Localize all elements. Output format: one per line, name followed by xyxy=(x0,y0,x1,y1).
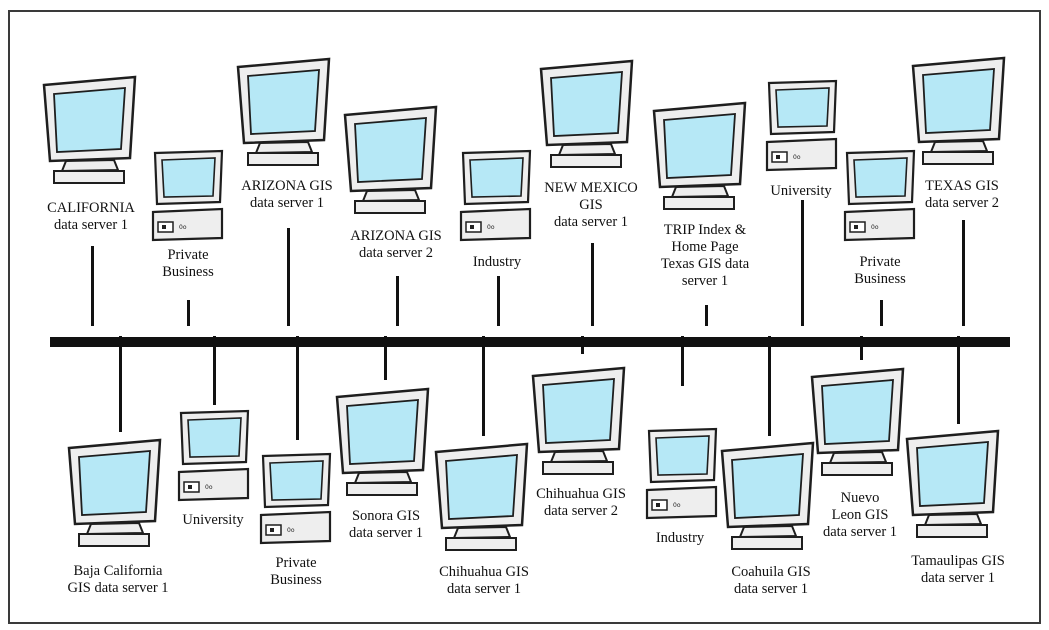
label-line: data server 1 xyxy=(446,581,522,597)
label-line: Coahuila GIS xyxy=(731,564,811,580)
top-connector-line xyxy=(962,220,965,326)
top-connector-line xyxy=(91,246,94,326)
bottom-node-label: Industry xyxy=(656,530,704,547)
label-line: NEW MEXICO xyxy=(544,180,638,196)
label-line: Home Page xyxy=(671,239,739,255)
bottom-connector-line xyxy=(119,336,122,432)
label-line: University xyxy=(770,183,832,199)
bottom-connector-line xyxy=(384,336,387,380)
svg-text:0o: 0o xyxy=(793,154,801,161)
label-line: data server 2 xyxy=(924,195,1000,211)
svg-text:0o: 0o xyxy=(871,224,879,231)
label-line: TRIP Index & xyxy=(663,222,747,238)
bottom-connector-line xyxy=(482,336,485,436)
label-line: data server 2 xyxy=(358,245,434,261)
bottom-connector-line xyxy=(681,336,684,386)
bottom-connector-line xyxy=(860,336,863,360)
top-connector-line xyxy=(187,300,190,326)
label-line: Leon GIS xyxy=(831,507,889,523)
label-line: Private xyxy=(859,254,901,270)
bottom-node-label: University xyxy=(182,512,243,529)
label-line: data server 1 xyxy=(822,524,898,540)
bottom-connector-line xyxy=(296,336,299,440)
label-line: data server 2 xyxy=(543,503,619,519)
label-line: Nuevo xyxy=(840,490,880,506)
label-line: Baja California xyxy=(73,563,163,579)
top-connector-line xyxy=(591,243,594,326)
top-node-label: University xyxy=(770,183,831,200)
label-line: Business xyxy=(270,572,322,588)
bottom-connector-line xyxy=(768,336,771,436)
label-line: CALIFORNIA xyxy=(47,200,135,216)
svg-text:0o: 0o xyxy=(179,224,187,231)
label-line: data server 1 xyxy=(249,195,325,211)
label-line: ARIZONA GIS xyxy=(241,178,333,194)
svg-text:0o: 0o xyxy=(287,527,295,534)
label-line: Private xyxy=(275,555,317,571)
label-line: ARIZONA GIS xyxy=(350,228,442,244)
label-line: Business xyxy=(162,264,214,280)
bottom-connector-line xyxy=(957,336,960,424)
label-line: Industry xyxy=(655,530,705,546)
label-line: GIS xyxy=(579,197,603,213)
label-line: Sonora GIS xyxy=(351,508,421,524)
bottom-connector-line xyxy=(213,336,216,405)
svg-text:0o: 0o xyxy=(487,224,495,231)
label-line: data server 1 xyxy=(920,570,996,586)
label-line: Tamaulipas GIS xyxy=(911,553,1005,569)
label-line: Chihuahua GIS xyxy=(439,564,529,580)
label-line: University xyxy=(182,512,244,528)
label-line: Chihuahua GIS xyxy=(536,486,626,502)
top-connector-line xyxy=(705,305,708,326)
label-line: data server 1 xyxy=(553,214,629,230)
svg-text:0o: 0o xyxy=(673,502,681,509)
top-connector-line xyxy=(801,200,804,326)
label-line: data server 1 xyxy=(733,581,809,597)
top-node-label: Industry xyxy=(473,254,521,271)
label-line: GIS data server 1 xyxy=(67,580,169,596)
top-connector-line xyxy=(287,228,290,326)
label-line: server 1 xyxy=(681,273,729,289)
svg-text:0o: 0o xyxy=(205,484,213,491)
label-line: Private xyxy=(167,247,209,263)
top-connector-line xyxy=(396,276,399,326)
label-line: data server 1 xyxy=(348,525,424,541)
bottom-connector-line xyxy=(581,336,584,354)
label-line: Industry xyxy=(472,254,522,270)
label-line: TEXAS GIS xyxy=(925,178,999,194)
top-connector-line xyxy=(497,276,500,326)
network-backbone xyxy=(50,337,1010,347)
label-line: Texas GIS data xyxy=(660,256,750,272)
label-line: data server 1 xyxy=(53,217,129,233)
top-connector-line xyxy=(880,300,883,326)
label-line: Business xyxy=(854,271,906,287)
